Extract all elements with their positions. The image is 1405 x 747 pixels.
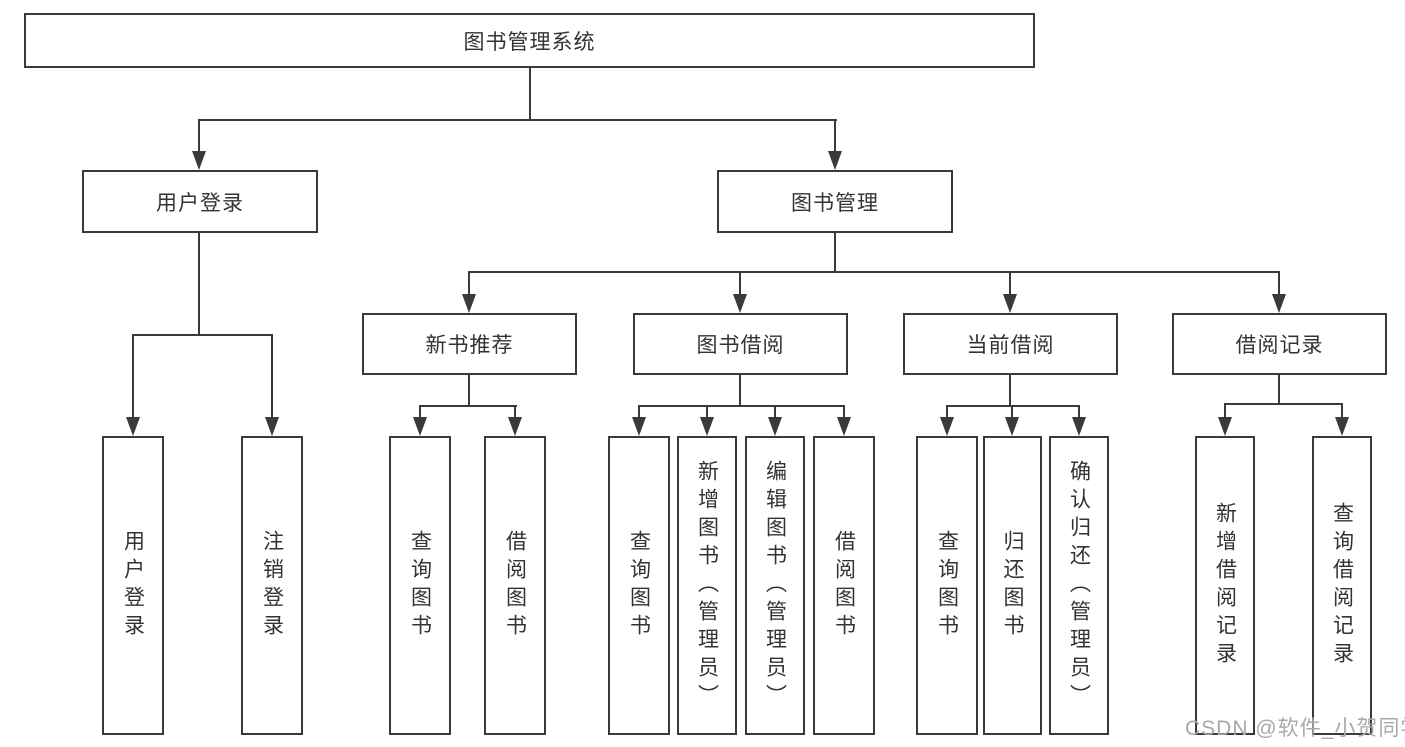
node-root: 图书管理系统 [24, 13, 1035, 68]
arrow-down-icon [1003, 294, 1017, 313]
connector-line [1009, 375, 1011, 407]
arrow-down-icon [413, 417, 427, 436]
connector-line [529, 68, 531, 121]
node-user-login-label: 用户登录 [156, 191, 244, 215]
leaf-current-return-books-label: 归还图书 [1001, 529, 1024, 642]
arrow-down-icon [1272, 294, 1286, 313]
leaf-newbook-query-books: 查询图书 [389, 436, 451, 735]
connector-line [739, 375, 741, 407]
leaf-borrow-borrow-books-label: 借阅图书 [832, 529, 856, 642]
leaf-current-query-books: 查询图书 [916, 436, 978, 735]
leaf-newbook-borrow-books-label: 借阅图书 [503, 529, 527, 642]
leaf-current-confirm-return-admin: 确认归还（管理员） [1049, 436, 1109, 735]
arrow-down-icon [462, 294, 476, 313]
connector-line [834, 119, 836, 151]
arrow-down-icon [1005, 417, 1019, 436]
connector-line [946, 405, 1080, 407]
leaf-newbook-query-books-label: 查询图书 [408, 529, 432, 642]
connector-line [1009, 271, 1011, 295]
connector-line [739, 271, 741, 295]
leaf-logout-label: 注销登录 [260, 529, 284, 642]
arrow-down-icon [837, 417, 851, 436]
leaf-borrow-add-books-admin: 新增图书（管理员） [677, 436, 737, 735]
node-root-label: 图书管理系统 [463, 30, 596, 54]
arrow-down-icon [1072, 417, 1086, 436]
leaf-borrow-query-books-label: 查询图书 [627, 529, 651, 642]
arrow-down-icon [940, 417, 954, 436]
leaf-current-confirm-return-admin-label: 确认归还（管理员） [1067, 459, 1091, 712]
connector-line [419, 405, 421, 418]
arrow-down-icon [265, 417, 279, 436]
connector-line [198, 119, 200, 151]
connector-line [1224, 403, 1343, 405]
leaf-borrow-edit-books-admin: 编辑图书（管理员） [745, 436, 805, 735]
connector-line [706, 405, 708, 418]
node-book-management: 图书管理 [717, 170, 953, 233]
leaf-borrow-borrow-books: 借阅图书 [813, 436, 875, 735]
connector-line [132, 334, 273, 336]
arrow-down-icon [700, 417, 714, 436]
connector-line [774, 405, 776, 418]
connector-line [1278, 271, 1280, 295]
connector-line [468, 271, 1280, 273]
connector-line [514, 405, 516, 418]
node-borrow-records: 借阅记录 [1172, 313, 1387, 375]
watermark: CSDN @软件_小贺同学 [1185, 717, 1405, 740]
leaf-borrow-add-books-admin-label: 新增图书（管理员） [695, 459, 719, 712]
leaf-borrow-query-books: 查询图书 [608, 436, 670, 735]
leaf-borrow-edit-books-admin-label: 编辑图书（管理员） [763, 459, 787, 712]
connector-line [132, 334, 134, 417]
node-current-borrow-label: 当前借阅 [966, 334, 1055, 357]
arrow-down-icon [126, 417, 140, 436]
leaf-newbook-borrow-books: 借阅图书 [484, 436, 546, 735]
leaf-current-return-books: 归还图书 [983, 436, 1042, 735]
arrow-down-icon [768, 417, 782, 436]
connector-line [638, 405, 640, 418]
arrow-down-icon [1335, 417, 1349, 436]
arrow-down-icon [632, 417, 646, 436]
leaf-logout: 注销登录 [241, 436, 303, 735]
node-borrow-records-label: 借阅记录 [1235, 334, 1324, 357]
leaf-records-add-record-label: 新增借阅记录 [1213, 501, 1237, 670]
arrow-down-icon [733, 294, 747, 313]
leaf-records-add-record: 新增借阅记录 [1195, 436, 1255, 735]
leaf-records-query-record: 查询借阅记录 [1312, 436, 1372, 735]
leaf-user-login: 用户登录 [102, 436, 164, 735]
arrow-down-icon [1218, 417, 1232, 436]
node-user-login: 用户登录 [82, 170, 318, 233]
connector-line [198, 119, 837, 121]
node-new-book-recommend-label: 新书推荐 [425, 334, 514, 357]
arrow-down-icon [828, 151, 842, 170]
arrow-down-icon [192, 151, 206, 170]
connector-line [198, 233, 200, 336]
connector-line [1011, 405, 1013, 418]
arrow-down-icon [508, 417, 522, 436]
connector-line [1341, 403, 1343, 418]
node-current-borrow: 当前借阅 [903, 313, 1118, 375]
leaf-records-query-record-label: 查询借阅记录 [1330, 501, 1354, 670]
leaf-user-login-label: 用户登录 [121, 529, 145, 642]
connector-line [843, 405, 845, 418]
node-book-borrow-label: 图书借阅 [696, 334, 785, 357]
connector-line [1278, 375, 1280, 405]
leaf-current-query-books-label: 查询图书 [935, 529, 959, 642]
connector-line [1078, 405, 1080, 418]
node-new-book-recommend: 新书推荐 [362, 313, 577, 375]
connector-line [271, 334, 273, 417]
connector-line [1224, 403, 1226, 418]
connector-line [419, 405, 517, 407]
connector-line [468, 271, 470, 295]
connector-line [468, 375, 470, 407]
connector-line [638, 405, 845, 407]
node-book-borrow: 图书借阅 [633, 313, 848, 375]
connector-line [946, 405, 948, 418]
connector-line [834, 233, 836, 273]
node-book-management-label: 图书管理 [791, 191, 879, 215]
